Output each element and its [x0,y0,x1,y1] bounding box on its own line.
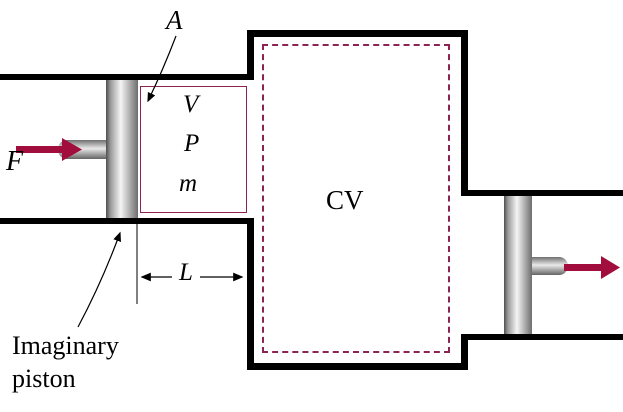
exit-flow-arrow [564,256,620,279]
area-label: A [166,5,183,35]
cv-left-wall-upper [247,30,254,80]
inlet-piston-rod [58,140,108,159]
cv-top-wall [247,30,468,37]
length-label: L [172,259,200,287]
cv-bottom-wall [247,363,468,370]
control-volume-label: CV [326,185,364,215]
outlet-pipe-bottom-wall [461,334,623,340]
fluid-element-outline [140,86,247,213]
force-label: F [6,146,24,177]
outlet-piston [504,196,532,334]
inlet-pipe-bottom-wall [0,218,254,224]
imaginary-piston-caption: Imaginary piston [12,330,119,395]
imaginary-piston-caption-line1: Imaginary [12,331,119,360]
cv-left-wall-lower [247,218,254,370]
pressure-label: P [184,130,200,157]
imaginary-piston-leader-arrow [77,231,121,328]
inlet-pipe-top-wall [0,74,254,80]
cv-right-wall-upper [461,30,468,190]
imaginary-piston-caption-line2: piston [12,363,76,393]
cv-dashed-boundary [262,44,450,353]
volume-label: V [183,91,199,118]
mass-label: m [179,170,198,197]
outlet-piston-rod [532,257,568,275]
outlet-pipe-top-wall [461,190,623,196]
imaginary-piston [106,80,138,218]
cv-right-wall-lower [461,334,468,370]
